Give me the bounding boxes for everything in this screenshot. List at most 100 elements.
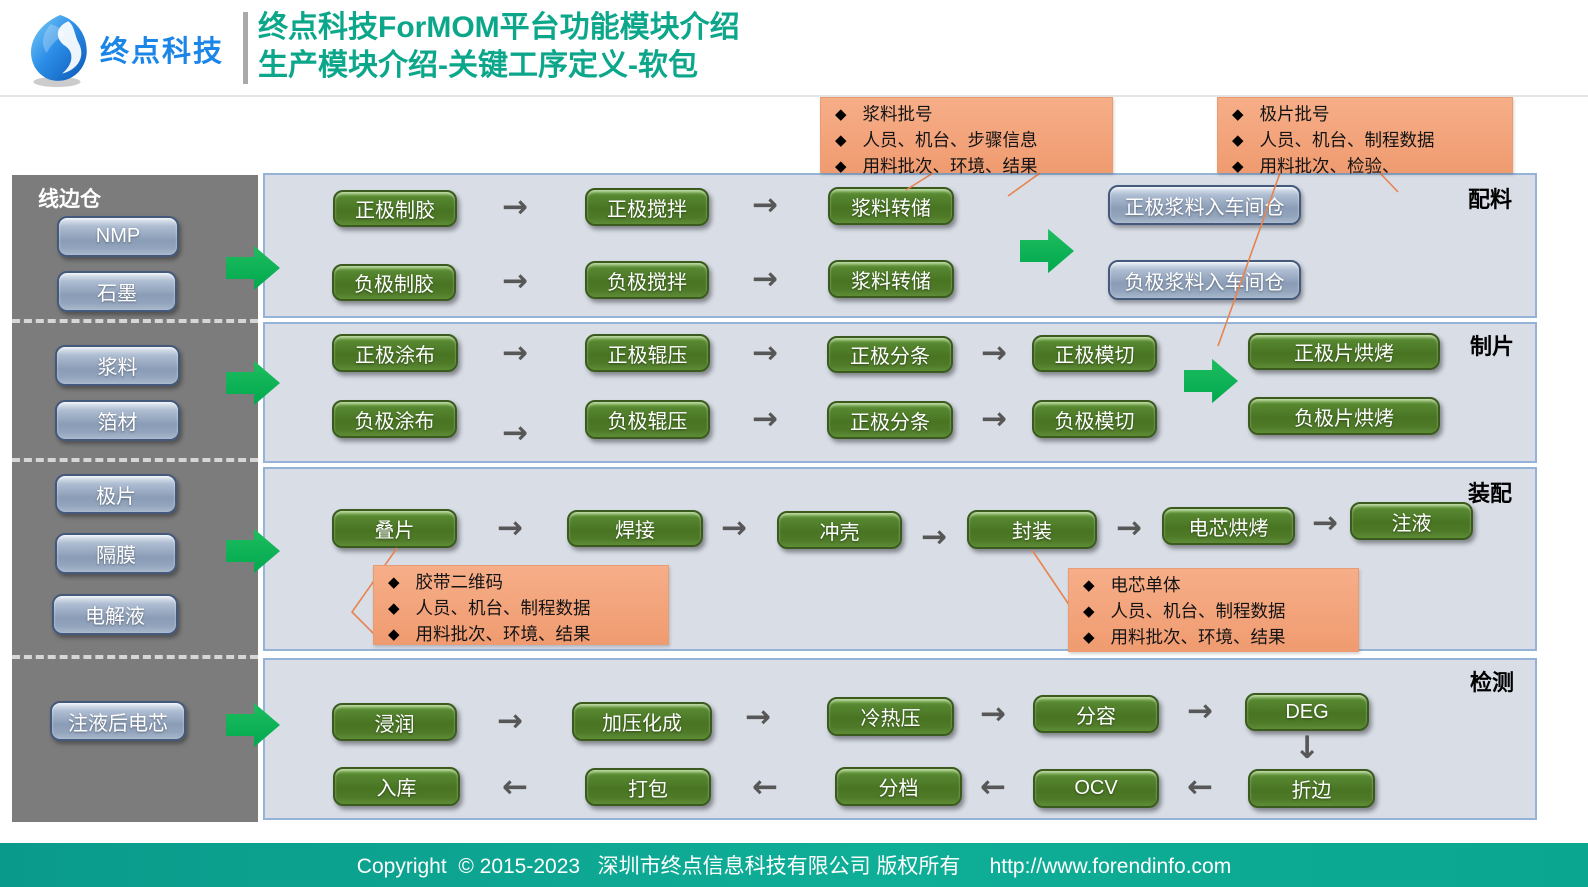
company-logo-text: 终点科技 (100, 36, 225, 68)
material-electrolyte: 电解液 (52, 594, 178, 635)
section-label-assembly: 装配 (1468, 481, 1513, 506)
step-cell-baking: 电芯烘烤 (1162, 507, 1295, 545)
step-anode-calendering: 负极辊压 (585, 400, 710, 439)
step-hot-cold-press: 冷热压 (827, 697, 954, 736)
flow-arrow-left-icon (743, 772, 787, 803)
callout-line: 胶带二维码 (415, 571, 504, 592)
header-underline (0, 95, 1588, 97)
callout-line: 用料批次、检验、 (1259, 155, 1400, 176)
flow-arrow-right-icon (912, 522, 956, 553)
callout-slurry-batch: 浆料批号 人员、机台、步骤信息 用料批次、环境、结果 (820, 97, 1113, 176)
step-cathode-slurry-to-warehouse: 正极浆料入车间仓 (1108, 185, 1301, 225)
step-cathode-sheet-baking: 正极片烘烤 (1248, 333, 1440, 370)
section-label-testing: 检测 (1470, 670, 1515, 695)
step-slurry-transfer-b: 浆料转储 (828, 260, 954, 298)
callout-cell-data: 电芯单体 人员、机台、制程数据 用料批次、环境、结果 (1068, 568, 1359, 652)
diamond-bullet-icon (1232, 127, 1244, 153)
callout-stacking-data: 胶带二维码 人员、机台、制程数据 用料批次、环境、结果 (373, 565, 669, 645)
material-foil: 箔材 (55, 400, 180, 441)
step-welding: 焊接 (567, 510, 703, 547)
step-packaging: 封装 (967, 510, 1097, 549)
step-anode-mixing: 负极搅拌 (585, 261, 709, 299)
diamond-bullet-icon (1083, 624, 1095, 650)
diamond-bullet-icon (388, 569, 400, 595)
callout-line: 用料批次、环境、结果 (1110, 626, 1286, 647)
diamond-bullet-icon (835, 101, 847, 127)
step-electrolyte-filling: 注液 (1350, 502, 1473, 540)
step-cathode-coating: 正极涂布 (332, 334, 458, 372)
material-slurry: 浆料 (55, 345, 180, 386)
flow-arrow-down-icon (1285, 733, 1329, 764)
flow-arrow-right-icon (743, 264, 787, 295)
diamond-bullet-icon (388, 621, 400, 647)
flow-arrow-right-icon (1107, 513, 1151, 544)
step-edge-folding: 折边 (1248, 769, 1375, 808)
flow-arrow-right-icon (712, 513, 756, 544)
flow-arrow-right-icon (971, 699, 1015, 730)
sidebar-divider (12, 655, 258, 659)
diamond-bullet-icon (1083, 572, 1095, 598)
material-graphite: 石墨 (57, 271, 177, 312)
step-soaking: 浸润 (332, 703, 457, 741)
flow-arrow-right-icon (493, 418, 537, 449)
step-slurry-transfer-a: 浆料转储 (828, 187, 954, 225)
flow-arrow-right-icon (743, 338, 787, 369)
material-electrode-sheet: 极片 (55, 474, 177, 514)
step-anode-slurry-to-warehouse: 负极浆料入车间仓 (1108, 260, 1301, 300)
step-cathode-calendering: 正极辊压 (585, 334, 710, 372)
material-separator: 隔膜 (55, 533, 177, 574)
flow-arrow-right-icon (743, 190, 787, 221)
callout-line: 用料批次、环境、结果 (415, 623, 591, 644)
callout-line: 电芯单体 (1110, 574, 1181, 595)
diamond-bullet-icon (1232, 153, 1244, 179)
material-nmp: NMP (57, 216, 179, 257)
callout-line: 用料批次、环境、结果 (862, 155, 1038, 176)
step-cathode-slitting: 正极分条 (827, 336, 953, 373)
step-ocv: OCV (1033, 769, 1159, 808)
diamond-bullet-icon (1232, 101, 1244, 127)
flow-arrow-right-icon (736, 702, 780, 733)
flow-arrow-left-icon (493, 772, 537, 803)
sidebar-divider (12, 458, 258, 462)
step-cathode-die-cutting: 正极模切 (1032, 335, 1157, 372)
callout-electrode-batch: 极片批号 人员、机台、制程数据 用料批次、检验、 (1217, 97, 1513, 176)
step-warehousing: 入库 (333, 767, 460, 806)
step-cathode-mixing: 正极搅拌 (585, 188, 709, 226)
step-shell-punching: 冲壳 (777, 511, 902, 549)
flow-arrow-right-icon (493, 192, 537, 223)
flow-arrow-right-icon (1178, 696, 1222, 727)
step-anode-slitting: 正极分条 (827, 401, 953, 439)
callout-line: 人员、机台、步骤信息 (862, 129, 1038, 150)
sidebar-divider (12, 319, 258, 323)
flow-arrow-right-icon (488, 513, 532, 544)
page-title-line2: 生产模块介绍-关键工序定义-软包 (258, 49, 698, 82)
callout-line: 人员、机台、制程数据 (415, 597, 591, 618)
step-anode-sheet-baking: 负极片烘烤 (1248, 397, 1440, 435)
material-filled-cell: 注液后电芯 (50, 701, 186, 741)
flow-arrow-left-icon (1178, 772, 1222, 803)
flow-arrow-right-icon (743, 404, 787, 435)
step-stacking: 叠片 (332, 509, 457, 548)
diamond-bullet-icon (1083, 598, 1095, 624)
copyright-bar: Copyright © 2015-2023 深圳市终点信息科技有限公司 版权所有… (0, 843, 1588, 887)
section-label-batching: 配料 (1468, 187, 1513, 212)
step-packing: 打包 (585, 768, 711, 806)
page-title: 终点科技ForMOM平台功能模块介绍 生产模块介绍-关键工序定义-软包 (258, 9, 740, 85)
flow-arrow-right-icon (1303, 508, 1347, 539)
step-capacity-grading: 分容 (1033, 695, 1159, 733)
flow-arrow-left-icon (971, 772, 1015, 803)
company-logo-icon (26, 14, 92, 88)
diamond-bullet-icon (835, 153, 847, 179)
diamond-bullet-icon (388, 595, 400, 621)
callout-line: 极片批号 (1259, 103, 1330, 124)
step-cathode-gel: 正极制胶 (333, 190, 457, 227)
header-divider (243, 12, 248, 84)
step-deg: DEG (1245, 693, 1369, 731)
step-anode-coating: 负极涂布 (332, 400, 457, 438)
flow-arrow-right-icon (493, 338, 537, 369)
flow-arrow-right-icon (488, 706, 532, 737)
callout-line: 人员、机台、制程数据 (1259, 129, 1435, 150)
callout-line: 浆料批号 (862, 103, 933, 124)
page-title-line1: 终点科技ForMOM平台功能模块介绍 (258, 11, 740, 44)
step-anode-die-cutting: 负极模切 (1032, 400, 1157, 438)
